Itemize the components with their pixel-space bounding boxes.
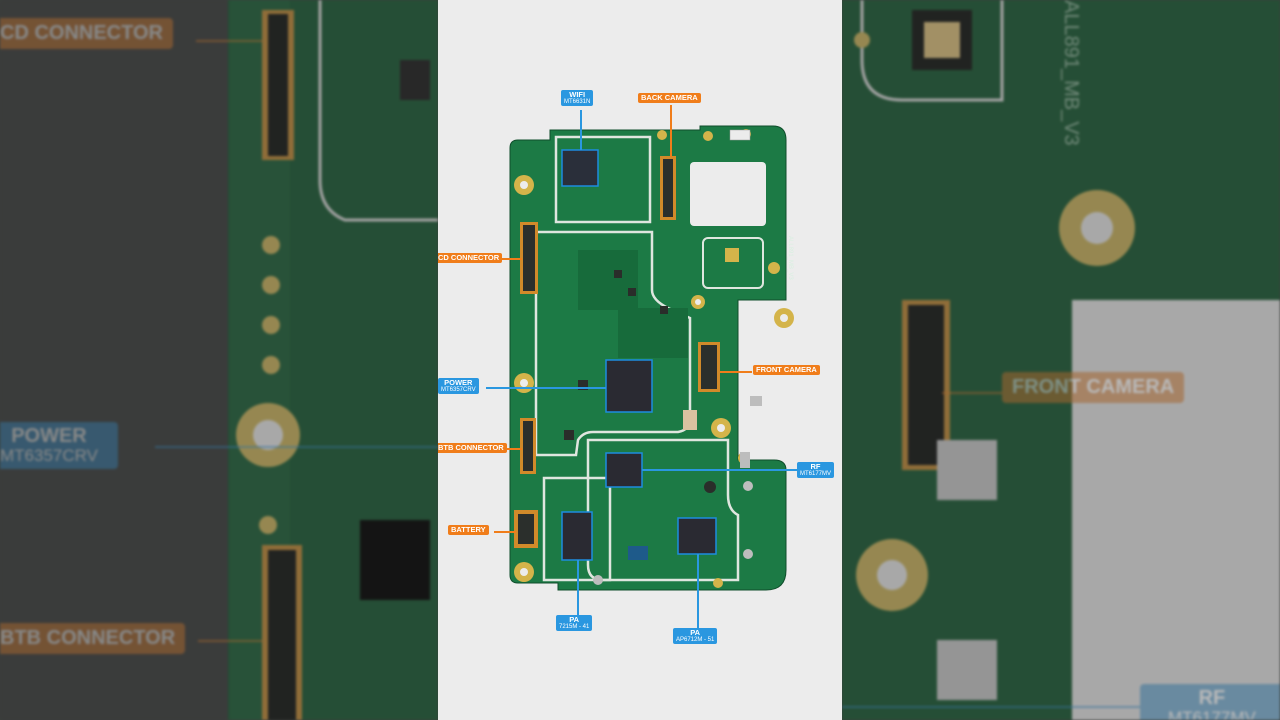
right-zoom-board bbox=[842, 0, 1280, 720]
bg-rf-leader bbox=[842, 706, 1140, 708]
left-zoom-background: CD CONNECTOR POWER MT6357CRV BTB CONNECT… bbox=[0, 0, 438, 720]
rf-part: MT6177MV bbox=[800, 470, 832, 477]
bg-power-leader bbox=[155, 446, 438, 448]
bg-btb-connector-text: BTB CONNECTOR bbox=[0, 627, 176, 649]
lcd-leader bbox=[500, 258, 522, 260]
btb-connector-tag: BTB CONNECTOR bbox=[438, 443, 507, 453]
right-zoom-background: ALL891_MB_V3 FRONT CAMERA RF MT6177MV bbox=[842, 0, 1280, 720]
pa-right-title: PA bbox=[690, 628, 701, 637]
front-camera-leader bbox=[720, 371, 752, 373]
wifi-part: MT6631N bbox=[564, 98, 591, 105]
lcd-connector-tag: CD CONNECTOR bbox=[438, 253, 503, 263]
pa-right-leader bbox=[697, 554, 699, 628]
bg-front-camera-leader bbox=[942, 392, 1002, 394]
front-camera-text: FRONT CAMERA bbox=[756, 365, 817, 374]
bg-rf-title: RF bbox=[1198, 687, 1226, 709]
bg-btb-connector-tag: BTB CONNECTOR bbox=[0, 623, 186, 654]
bg-rf-tag: RF MT6177MV bbox=[1140, 684, 1280, 720]
board-silkscreen: ALL891_MB_V3 bbox=[787, 236, 793, 280]
bg-silkscreen: ALL891_MB_V3 bbox=[1060, 0, 1082, 146]
pa-left-leader bbox=[577, 560, 579, 616]
battery-tag: BATTERY bbox=[448, 525, 489, 535]
bg-lcd-connector-tag: CD CONNECTOR bbox=[0, 18, 173, 49]
bg-power-title: POWER bbox=[11, 425, 87, 447]
wifi-title: WIFI bbox=[569, 90, 586, 99]
power-tag: POWER MT6357CRV bbox=[438, 378, 479, 395]
rf-leader bbox=[642, 469, 798, 471]
pa-left-tag: PA 7215M - 41 bbox=[556, 615, 593, 632]
power-part: MT6357CRV bbox=[441, 386, 476, 393]
diagram-panel: ALL891_MB_V3 WIFI MT6631N BACK CAMERA CD… bbox=[438, 0, 842, 720]
back-camera-tag: BACK CAMERA bbox=[638, 93, 701, 103]
bg-front-camera-text: FRONT CAMERA bbox=[1012, 376, 1175, 398]
pa-right-part: AP6712M - 51 bbox=[676, 636, 715, 643]
bg-lcd-leader bbox=[196, 40, 262, 42]
front-camera-tag: FRONT CAMERA bbox=[753, 365, 820, 375]
bg-lcd-connector-text: CD CONNECTOR bbox=[0, 22, 163, 44]
bg-front-camera-tag: FRONT CAMERA bbox=[1002, 372, 1185, 403]
back-camera-text: BACK CAMERA bbox=[641, 93, 698, 102]
pa-right-tag: PA AP6712M - 51 bbox=[673, 628, 718, 645]
lcd-connector-text: CD CONNECTOR bbox=[438, 253, 500, 262]
bg-btb-leader bbox=[198, 640, 262, 642]
rf-title: RF bbox=[810, 462, 821, 471]
power-leader bbox=[486, 387, 606, 389]
battery-text: BATTERY bbox=[451, 525, 486, 534]
wifi-leader bbox=[580, 110, 582, 150]
left-zoom-board bbox=[228, 0, 438, 720]
pa-left-part: 7215M - 41 bbox=[559, 623, 590, 630]
back-camera-leader bbox=[670, 105, 672, 157]
pa-left-title: PA bbox=[569, 615, 580, 624]
btb-leader bbox=[500, 448, 522, 450]
pcb-board bbox=[509, 125, 794, 591]
bg-power-part: MT6357CRV bbox=[0, 446, 98, 465]
battery-leader bbox=[494, 531, 516, 533]
bg-power-tag: POWER MT6357CRV bbox=[0, 422, 118, 469]
rf-tag: RF MT6177MV bbox=[797, 462, 835, 479]
btb-connector-text: BTB CONNECTOR bbox=[438, 443, 504, 452]
wifi-tag: WIFI MT6631N bbox=[561, 90, 594, 107]
bg-rf-part: MT6177MV bbox=[1168, 708, 1256, 720]
power-title: POWER bbox=[444, 378, 473, 387]
